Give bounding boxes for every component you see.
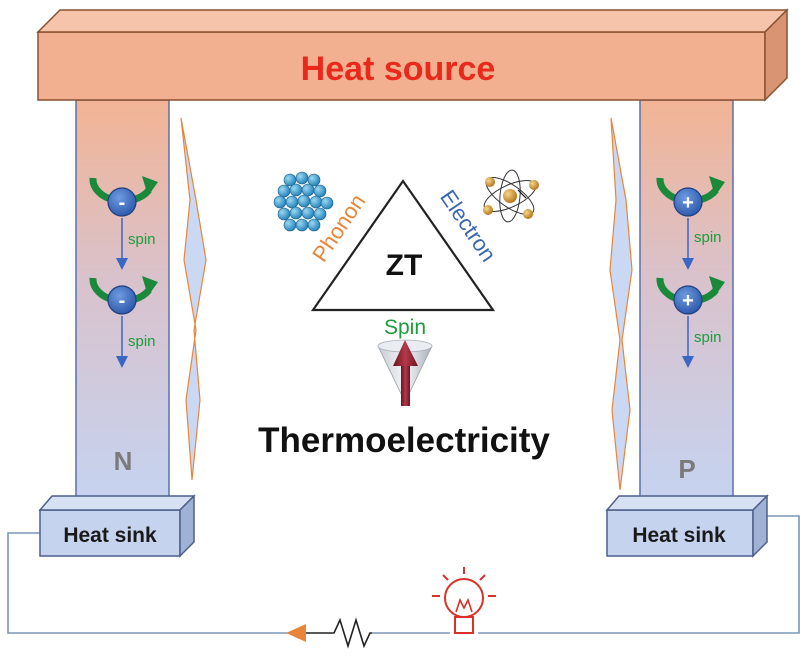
svg-text:+: + xyxy=(682,290,694,312)
heat-wave-left xyxy=(180,117,207,481)
heat-sink-right-label: Heat sink xyxy=(632,524,726,547)
heat-sink-right xyxy=(605,494,769,558)
p-leg-label: P xyxy=(678,454,695,484)
electron-label: Electron xyxy=(435,185,501,266)
heat-source-label: Heat source xyxy=(301,50,496,88)
atom-orbit-icon xyxy=(483,169,539,223)
p-carrier-2: + spin xyxy=(656,276,725,368)
p-spin-label-2: spin xyxy=(694,329,722,346)
p-carrier-1: + spin xyxy=(656,176,725,270)
heat-source-bar xyxy=(36,8,789,102)
heat-sink-left-label: Heat sink xyxy=(63,524,157,547)
n-carrier-1: - spin xyxy=(89,176,158,270)
spin-cone-arrow-icon xyxy=(377,339,433,406)
svg-text:-: - xyxy=(119,290,126,312)
n-leg-label: N xyxy=(114,446,133,476)
resistor-icon xyxy=(306,617,372,649)
zt-triangle xyxy=(310,179,496,312)
zt-label: ZT xyxy=(386,249,423,282)
spin-label: Spin xyxy=(384,316,426,339)
svg-text:-: - xyxy=(119,192,126,214)
atom-lattice-icon xyxy=(273,171,334,232)
n-spin-label-1: spin xyxy=(128,231,156,248)
n-spin-label-2: spin xyxy=(128,333,156,350)
n-carrier-2: - spin xyxy=(89,276,158,368)
heat-sink-left xyxy=(38,494,196,558)
p-spin-label-1: spin xyxy=(694,229,722,246)
main-title: Thermoelectricity xyxy=(258,421,550,460)
heat-wave-right xyxy=(609,117,633,491)
light-bulb-icon xyxy=(432,567,496,634)
current-arrow-icon xyxy=(286,624,306,642)
svg-text:+: + xyxy=(682,192,694,214)
circuit-wire xyxy=(7,515,800,634)
